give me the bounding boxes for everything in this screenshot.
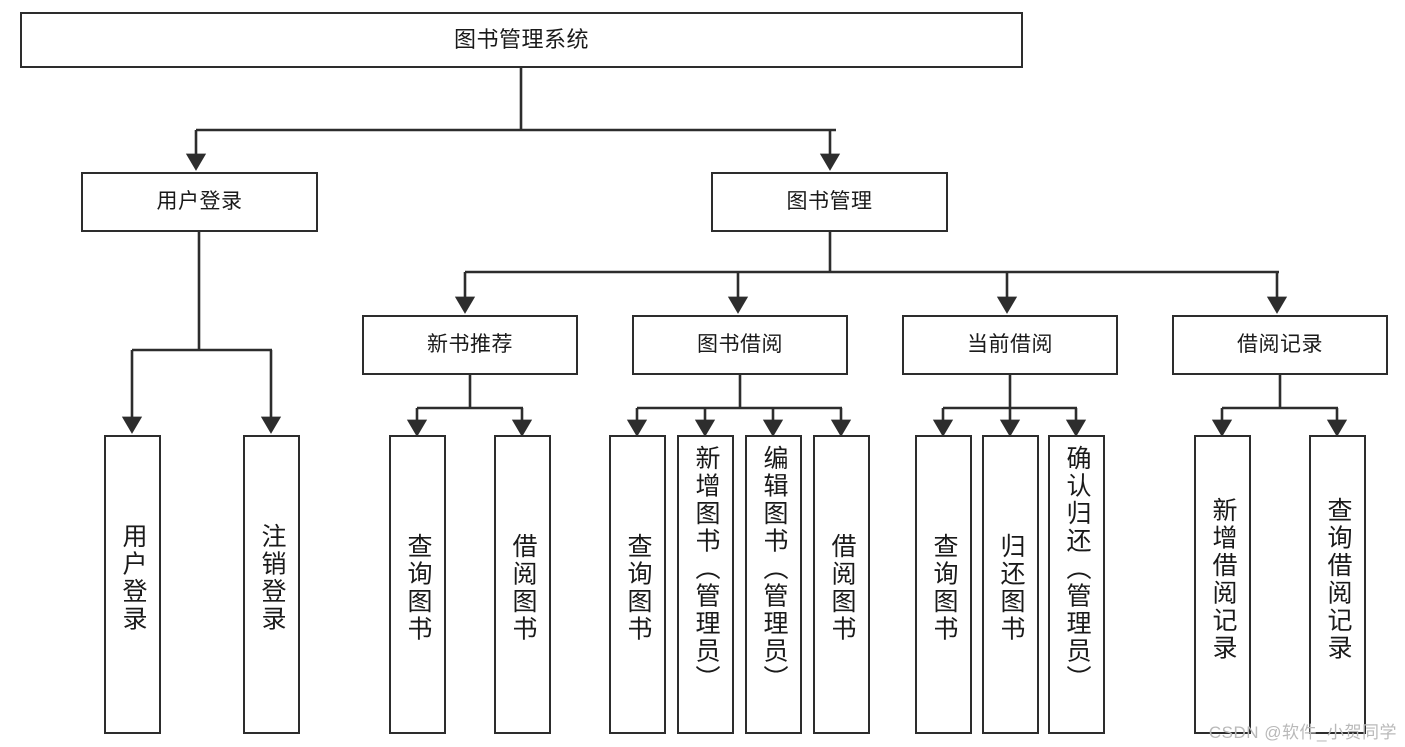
node-label: 当前借阅 xyxy=(967,332,1053,356)
node-current-borrow[interactable]: 当前借阅 xyxy=(902,315,1118,375)
leaf-logout[interactable]: 注销登录 xyxy=(243,435,300,734)
node-user-login[interactable]: 用户登录 xyxy=(81,172,318,232)
leaf-borrow-add-book[interactable]: 新增图书（管理员） xyxy=(677,435,734,734)
node-label: 编辑图书（管理员） xyxy=(760,445,788,693)
leaf-borrow-borrow-book[interactable]: 借阅图书 xyxy=(813,435,870,734)
node-label: 图书借阅 xyxy=(697,332,783,356)
leaf-recommend-query-book[interactable]: 查询图书 xyxy=(389,435,446,734)
node-label: 借阅记录 xyxy=(1237,332,1323,356)
node-label: 新增图书（管理员） xyxy=(692,445,720,693)
leaf-record-add[interactable]: 新增借阅记录 xyxy=(1194,435,1251,734)
leaf-borrow-query-book[interactable]: 查询图书 xyxy=(609,435,666,734)
node-book-borrow[interactable]: 图书借阅 xyxy=(632,315,848,375)
leaf-user-login[interactable]: 用户登录 xyxy=(104,435,161,734)
node-root-system[interactable]: 图书管理系统 xyxy=(20,12,1023,68)
node-label: 用户登录 xyxy=(119,523,147,633)
node-label: 新增借阅记录 xyxy=(1209,497,1237,662)
node-label: 新书推荐 xyxy=(427,332,513,356)
node-borrow-record[interactable]: 借阅记录 xyxy=(1172,315,1388,375)
node-label: 确认归还（管理员） xyxy=(1063,445,1091,693)
node-label: 查询图书 xyxy=(624,533,652,643)
node-label: 借阅图书 xyxy=(509,533,537,643)
node-label: 用户登录 xyxy=(156,189,243,213)
node-label: 查询借阅记录 xyxy=(1324,497,1352,662)
node-label: 归还图书 xyxy=(997,533,1025,643)
leaf-current-confirm-return[interactable]: 确认归还（管理员） xyxy=(1048,435,1105,734)
node-label: 图书管理系统 xyxy=(453,27,589,53)
leaf-current-query-book[interactable]: 查询图书 xyxy=(915,435,972,734)
node-label: 查询图书 xyxy=(404,533,432,643)
node-label: 查询图书 xyxy=(930,533,958,643)
leaf-borrow-edit-book[interactable]: 编辑图书（管理员） xyxy=(745,435,802,734)
node-label: 图书管理 xyxy=(786,189,873,213)
leaf-current-return-book[interactable]: 归还图书 xyxy=(982,435,1039,734)
node-label: 注销登录 xyxy=(258,523,286,633)
watermark: CSDN @软件_小贺同学 xyxy=(1208,723,1397,742)
node-new-book-recommend[interactable]: 新书推荐 xyxy=(362,315,578,375)
leaf-record-query[interactable]: 查询借阅记录 xyxy=(1309,435,1366,734)
node-book-management[interactable]: 图书管理 xyxy=(711,172,948,232)
node-label: 借阅图书 xyxy=(828,533,856,643)
leaf-recommend-borrow-book[interactable]: 借阅图书 xyxy=(494,435,551,734)
